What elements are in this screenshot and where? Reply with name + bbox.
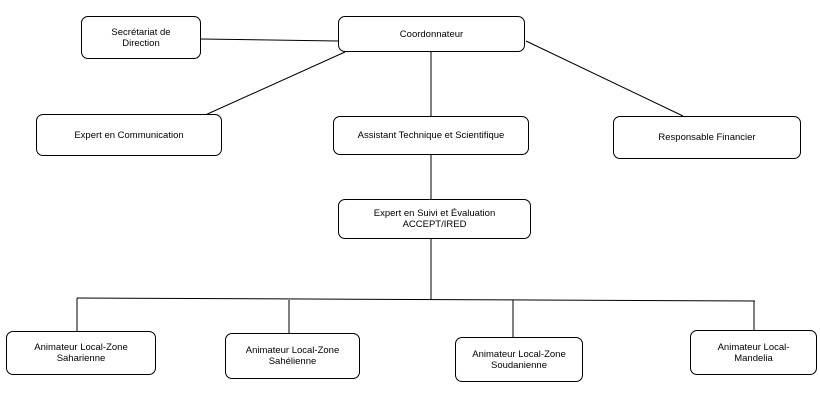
assistant-label: Assistant Technique et Scientifique: [357, 130, 505, 141]
evaluation-label-line1: Expert en Suivi et Évaluation: [373, 208, 496, 219]
animator-sahelienne-line2: Sahélienne: [268, 356, 317, 367]
animator-soudanienne-box: Animateur Local-Zone Soudanienne: [455, 337, 583, 382]
animator-mandelia-line2: Mandelia: [734, 352, 773, 364]
animator-saharienne-line2: Saharienne: [56, 353, 106, 364]
communication-label: Expert en Communication: [74, 129, 184, 141]
animator-soudanienne-line1: Animateur Local-Zone: [472, 348, 566, 360]
secretariat-label-line1: Secrétariat de: [111, 26, 171, 38]
connector-coordinator-finance: [525, 40, 684, 117]
connector-secretariat-coordinator: [200, 38, 339, 42]
animator-sahelienne-box: Animateur Local-Zone Sahélienne: [225, 333, 360, 379]
coordinator-label: Coordonnateur: [399, 28, 464, 40]
animator-soudanienne-line2: Soudanienne: [491, 359, 547, 371]
animator-saharienne-line1: Animateur Local-Zone: [34, 342, 128, 353]
finance-label: Responsable Financier: [658, 132, 756, 143]
animator-sahelienne-line1: Animateur Local-Zone: [245, 345, 340, 356]
animator-mandelia-box: Animateur Local- Mandelia: [690, 330, 817, 375]
evaluation-box: Expert en Suivi et Évaluation ACCEPT/IRE…: [338, 199, 531, 239]
secretariat-label-line2: Direction: [122, 37, 160, 49]
coordinator-box: Coordonnateur: [338, 16, 525, 52]
connector-coordinator-communication: [202, 51, 346, 117]
animator-saharienne-box: Animateur Local-Zone Saharienne: [6, 331, 156, 375]
connector-horizontal-bus: [76, 297, 756, 302]
secretariat-box: Secrétariat de Direction: [81, 16, 201, 59]
communication-box: Expert en Communication: [36, 114, 222, 156]
assistant-box: Assistant Technique et Scientifique: [333, 116, 529, 155]
evaluation-label-line2: ACCEPT/IRED: [402, 219, 467, 230]
finance-box: Responsable Financier: [613, 116, 801, 159]
animator-mandelia-line1: Animateur Local-: [717, 341, 790, 353]
